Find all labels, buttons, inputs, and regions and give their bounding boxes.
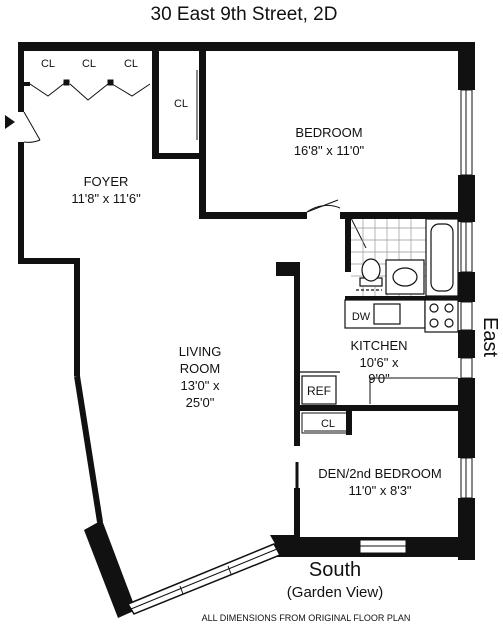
foyer-name: FOYER xyxy=(84,174,129,189)
refrigerator xyxy=(301,375,337,405)
closet-label-4: CL xyxy=(174,98,188,110)
bathroom-fixtures xyxy=(356,218,459,297)
east-windows xyxy=(460,89,473,499)
closet-label-5: CL xyxy=(321,418,335,430)
den-name: DEN/2nd BEDROOM xyxy=(318,466,442,481)
living-line-1: LIVING xyxy=(179,344,222,359)
bedroom-name: BEDROOM xyxy=(295,125,362,140)
garden-view-label: (Garden View) xyxy=(287,584,383,601)
dishwasher-label: DW xyxy=(352,311,371,323)
living-west-wall xyxy=(74,375,103,523)
den-dims: 11'0" x 8'3" xyxy=(348,483,411,498)
kitchen-name: KITCHEN xyxy=(350,338,407,353)
compass-east: East xyxy=(479,317,501,357)
kitchen-line-3: 9'0" xyxy=(368,371,390,386)
foyer-dims: 11'8" x 11'6" xyxy=(71,191,141,206)
closet-label-1: CL xyxy=(41,58,55,70)
stove xyxy=(424,299,459,333)
kitchen-line-2: 10'6" x xyxy=(360,355,399,370)
living-line-2: ROOM xyxy=(180,361,220,376)
living-line-4: 25'0" xyxy=(186,395,215,410)
compass-south: South xyxy=(309,559,361,581)
den-south-window xyxy=(359,539,407,554)
garden-window xyxy=(126,543,282,615)
sink-basin xyxy=(392,267,418,287)
closet-label-3: CL xyxy=(124,58,138,70)
room-labels: CL CL CL CL BEDROOM 16'8" x 11'0" FOYER … xyxy=(41,58,442,498)
bedroom-dims: 16'8" x 11'0" xyxy=(294,143,365,158)
outer-walls xyxy=(18,42,475,618)
door-swings xyxy=(23,62,458,488)
closet-label-2: CL xyxy=(82,58,96,70)
plan-title: 30 East 9th Street, 2D xyxy=(151,4,338,25)
kitchen-fixtures xyxy=(299,299,459,405)
kitchen-sink xyxy=(373,303,401,325)
refrigerator-label: REF xyxy=(307,384,331,398)
toilet-bowl xyxy=(361,258,381,282)
kitchen-window xyxy=(460,301,473,331)
entry-arrow-icon xyxy=(5,115,15,129)
living-line-3: 13'0" x xyxy=(181,378,220,393)
footnote: ALL DIMENSIONS FROM ORIGINAL FLOOR PLAN xyxy=(202,613,411,623)
kitchen-window-2 xyxy=(460,357,473,379)
